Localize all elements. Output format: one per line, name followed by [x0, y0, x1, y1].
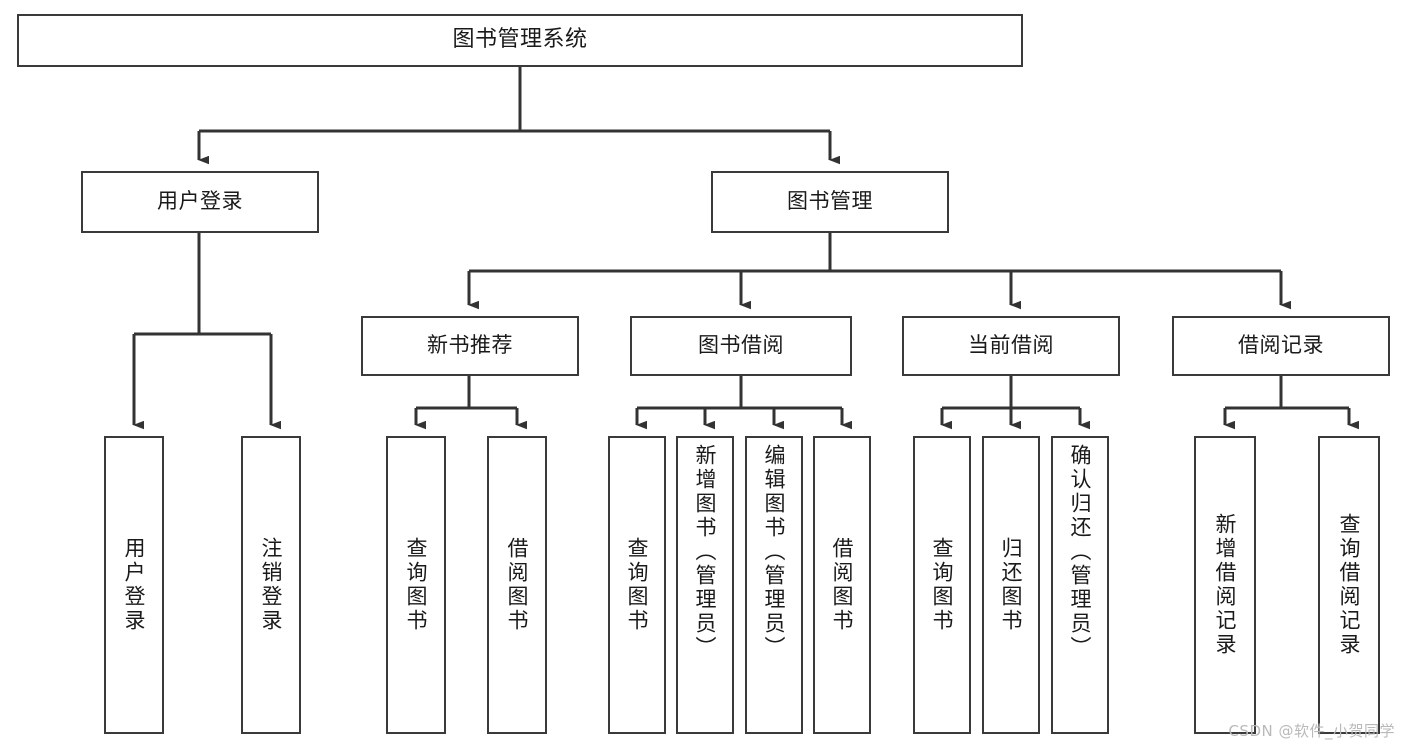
node-query-book-current-label: 查询图书 — [930, 537, 955, 633]
node-root[interactable]: 图书管理系统 — [17, 14, 1023, 67]
node-edit-book-admin[interactable]: 编辑图书（管理员） — [745, 436, 803, 734]
node-new-book-recommend-label: 新书推荐 — [427, 333, 513, 358]
node-confirm-return-admin[interactable]: 确认归还（管理员） — [1051, 436, 1109, 734]
node-borrow-book[interactable]: 借阅图书 — [813, 436, 871, 734]
node-query-book-recommend-label: 查询图书 — [404, 537, 429, 633]
node-borrow-book-recommend-label: 借阅图书 — [505, 537, 530, 633]
node-add-book-admin[interactable]: 新增图书（管理员） — [676, 436, 734, 734]
node-query-borrow-record-label: 查询借阅记录 — [1337, 513, 1362, 657]
node-borrow-book-recommend[interactable]: 借阅图书 — [487, 436, 547, 734]
node-query-book-borrow[interactable]: 查询图书 — [608, 436, 666, 734]
node-book-manage[interactable]: 图书管理 — [711, 171, 949, 233]
node-return-book[interactable]: 归还图书 — [982, 436, 1040, 734]
node-logout-leaf[interactable]: 注销登录 — [241, 436, 301, 734]
node-query-book-recommend[interactable]: 查询图书 — [386, 436, 446, 734]
node-return-book-label: 归还图书 — [999, 537, 1024, 633]
node-add-book-admin-label: 新增图书（管理员） — [693, 444, 718, 660]
node-query-book-current[interactable]: 查询图书 — [913, 436, 971, 734]
node-borrow-book-label: 借阅图书 — [830, 537, 855, 633]
csdn-watermark: CSDN @软件_小贺同学 — [1228, 722, 1395, 740]
node-logout-leaf-label: 注销登录 — [259, 537, 284, 633]
node-book-borrow[interactable]: 图书借阅 — [630, 316, 852, 376]
node-add-borrow-record[interactable]: 新增借阅记录 — [1194, 436, 1256, 734]
node-borrow-record[interactable]: 借阅记录 — [1172, 316, 1390, 376]
node-book-manage-label: 图书管理 — [787, 189, 873, 214]
node-borrow-record-label: 借阅记录 — [1238, 333, 1324, 358]
node-add-borrow-record-label: 新增借阅记录 — [1213, 513, 1238, 657]
node-user-login-leaf[interactable]: 用户登录 — [104, 436, 164, 734]
node-query-book-borrow-label: 查询图书 — [625, 537, 650, 633]
node-current-borrow-label: 当前借阅 — [968, 333, 1054, 358]
node-root-label: 图书管理系统 — [452, 27, 588, 53]
node-book-borrow-label: 图书借阅 — [698, 333, 784, 358]
node-query-borrow-record[interactable]: 查询借阅记录 — [1318, 436, 1380, 734]
node-new-book-recommend[interactable]: 新书推荐 — [361, 316, 579, 376]
node-edit-book-admin-label: 编辑图书（管理员） — [762, 444, 787, 660]
node-user-login[interactable]: 用户登录 — [81, 171, 319, 233]
node-confirm-return-admin-label: 确认归还（管理员） — [1068, 444, 1093, 660]
node-current-borrow[interactable]: 当前借阅 — [902, 316, 1120, 376]
node-user-login-leaf-label: 用户登录 — [122, 537, 147, 633]
node-user-login-label: 用户登录 — [157, 189, 243, 214]
